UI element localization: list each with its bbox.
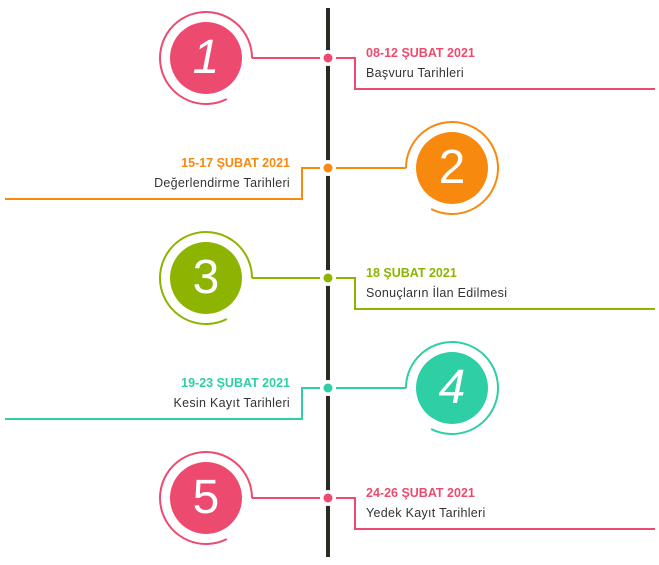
timeline-dot [323, 163, 333, 173]
outer-ring [159, 11, 253, 105]
step-circle [416, 132, 488, 204]
step-circle [170, 462, 242, 534]
timeline-dot [323, 493, 333, 503]
outer-ring [405, 341, 499, 435]
step-number: 1 [192, 31, 220, 84]
outer-ring [159, 231, 253, 325]
bracket-line [336, 277, 655, 310]
step-number: 3 [192, 251, 220, 304]
step-date: 24-26 ŞUBAT 2021 [366, 486, 475, 500]
step-number: 2 [438, 141, 466, 194]
bracket-line [5, 167, 320, 200]
step-number: 5 [192, 471, 220, 524]
outer-ring [159, 451, 253, 545]
step-label: Değerlendirme Tarihleri [154, 176, 290, 190]
bracket-line [336, 57, 655, 90]
step-label: Yedek Kayıt Tarihleri [366, 506, 486, 520]
step-label: Sonuçların İlan Edilmesi [366, 286, 508, 300]
step-circle [170, 242, 242, 314]
timeline-dot [323, 53, 333, 63]
step-date: 19-23 ŞUBAT 2021 [181, 376, 290, 390]
bracket-line [336, 497, 655, 530]
outer-ring [405, 121, 499, 215]
step-circle [416, 352, 488, 424]
bracket-line [5, 387, 320, 420]
step-date: 15-17 ŞUBAT 2021 [181, 156, 290, 170]
step-date: 18 ŞUBAT 2021 [366, 266, 457, 280]
step-date: 08-12 ŞUBAT 2021 [366, 46, 475, 60]
step-number: 4 [438, 361, 466, 414]
step-label: Başvuru Tarihleri [366, 66, 464, 80]
timeline-dot [323, 273, 333, 283]
step-circle [170, 22, 242, 94]
step-label: Kesin Kayıt Tarihleri [173, 396, 290, 410]
timeline-dot [323, 383, 333, 393]
